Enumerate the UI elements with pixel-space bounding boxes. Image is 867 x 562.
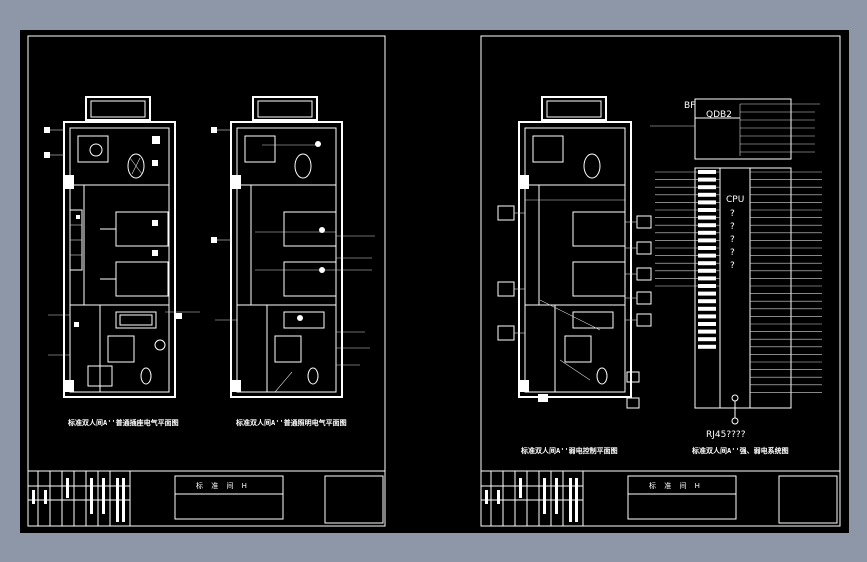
title-block: 标 准 间 H [481, 471, 838, 526]
sheet-border [480, 35, 841, 527]
diagram-row-block [698, 314, 716, 319]
diagram-row-block [698, 299, 716, 304]
title-block: 标 准 间 H [28, 471, 384, 526]
diagram-row-block [698, 329, 716, 334]
diagram-row-block [698, 238, 716, 243]
floor-plan-low-voltage [497, 96, 652, 409]
cpu-mark-1: ? [730, 209, 735, 219]
sheet-left: 标 准 间 H [27, 35, 386, 527]
title-block-tiny-text [485, 478, 578, 522]
diagram-row-block [698, 230, 716, 235]
rj45-label: RJ45???? [706, 430, 746, 440]
floor-plan-lighting [211, 96, 375, 398]
diagram-row-block [698, 223, 716, 228]
panel-circuits [739, 103, 820, 156]
bf-label: BF [684, 101, 695, 111]
cpu-mark-4: ? [730, 248, 735, 258]
diagram-row-block [698, 306, 716, 311]
sheet-border [27, 35, 386, 527]
diagram-row-block [698, 253, 716, 258]
diagram-row-block [698, 200, 716, 205]
diagram-row-block [698, 291, 716, 296]
title-block-tiny-text [32, 478, 125, 522]
diagram-row-block [698, 215, 716, 220]
panel-label: QDB2 [706, 110, 732, 120]
system-diagram: QDB2 BF CPU ? ? ? [650, 98, 822, 440]
caption-system-diagram: 标准双人间A''强、弱电系统图 [691, 446, 789, 455]
diagram-row-block [698, 268, 716, 273]
cpu-label: CPU [726, 195, 744, 205]
diagram-row-block [698, 192, 716, 197]
title-block-name: 标 准 间 H [196, 481, 250, 490]
caption-socket-plan: 标准双人间A''普通插座电气平面图 [67, 418, 179, 427]
cpu-mark-3: ? [730, 235, 735, 245]
floor-plan-socket [44, 96, 200, 398]
caption-control-plan: 标准双人间A''弱电控制平面图 [520, 446, 618, 455]
diagram-row-block [698, 170, 716, 174]
diagram-row-block [698, 261, 716, 266]
cpu-mark-2: ? [730, 222, 735, 232]
drawing-canvas [20, 30, 849, 533]
title-block-name: 标 准 间 H [649, 481, 703, 490]
diagram-row-block [698, 185, 716, 190]
cpu-mark-5: ? [730, 261, 735, 271]
diagram-row-block [698, 322, 716, 326]
diagram-row-block [698, 177, 716, 182]
diagram-row-block [698, 276, 716, 281]
caption-lighting-plan: 标准双人间A''普通照明电气平面图 [235, 418, 347, 427]
diagram-rows [655, 170, 822, 393]
diagram-row-block [698, 208, 716, 212]
diagram-row-block [698, 284, 716, 288]
diagram-row-block [698, 337, 716, 342]
diagram-row-block [698, 246, 716, 250]
diagram-row-block [698, 344, 716, 349]
sheet-right: 标 准 间 H [480, 35, 841, 527]
